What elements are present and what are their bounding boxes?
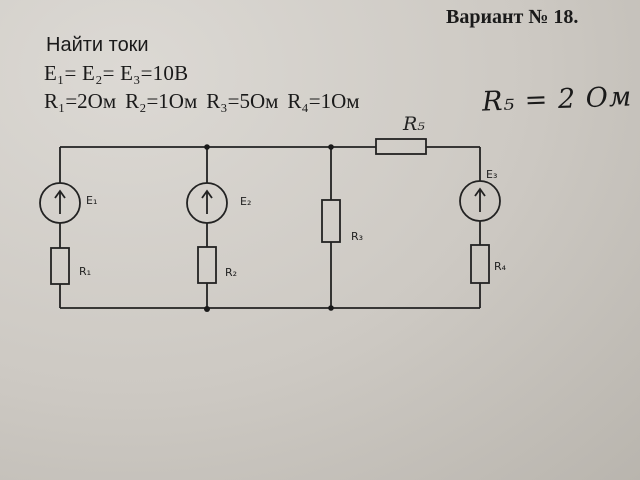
label-e3: E₃ [486, 168, 497, 181]
up-arrow-icon [474, 187, 486, 212]
resistor-r2 [197, 246, 217, 284]
node-bottom-1 [204, 306, 210, 312]
label-e1: E₁ [86, 194, 97, 207]
label-r4: R₄ [494, 260, 507, 273]
label-r5-handwritten: R₅ [402, 113, 425, 135]
resistor-r1-value: R₁=2Ом [44, 89, 117, 113]
resistor-r2-value: R₂=1Ом [125, 89, 198, 113]
label-e2: E₂ [240, 195, 251, 208]
variant-title: Вариант № 18. [446, 6, 579, 28]
task-heading: Найти токи [46, 34, 149, 56]
label-r3: R₃ [351, 230, 363, 243]
up-arrow-icon [201, 189, 213, 214]
node-bottom-2 [328, 305, 334, 311]
resistor-values: R₁=2Ом R₂=1Ом R₃=5Ом R₄=1Ом [44, 89, 360, 114]
node-top-1 [204, 144, 210, 150]
emf-values: E₁= E₂= E₃=10В [44, 61, 189, 85]
resistor-r4-value: R₄=1Ом [287, 89, 360, 113]
resistor-r4 [470, 244, 490, 284]
resistor-r5 [375, 138, 427, 155]
node-top-2 [328, 144, 334, 150]
label-r2: R₂ [225, 266, 237, 279]
up-arrow-icon [54, 189, 66, 214]
resistor-r3 [321, 199, 341, 243]
resistor-r1 [50, 247, 70, 285]
label-r1: R₁ [79, 265, 91, 278]
resistor-r3-value: R₃=5Ом [206, 89, 279, 113]
